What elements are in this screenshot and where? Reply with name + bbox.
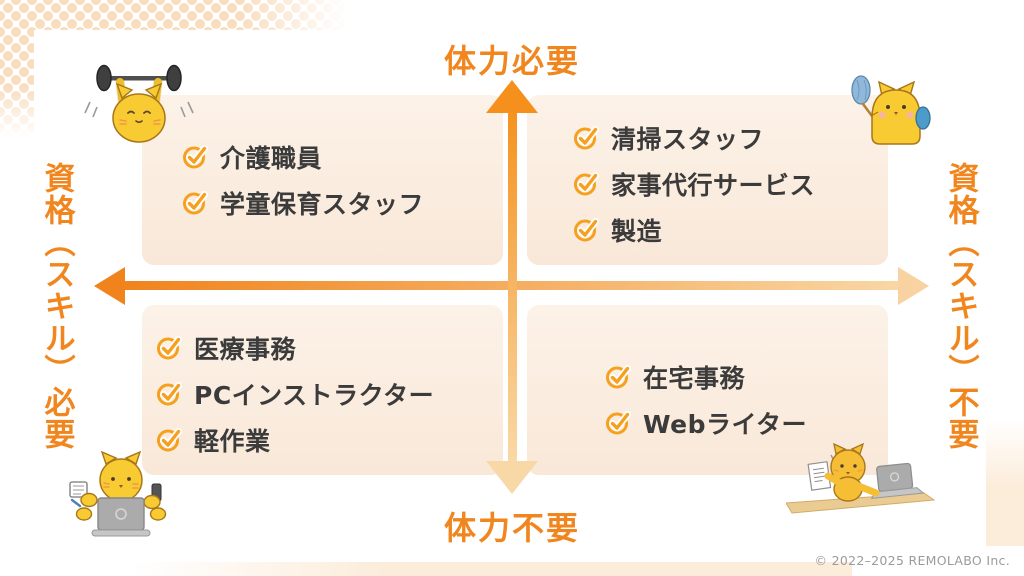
checklist-item-label: 医療事務 xyxy=(194,335,297,364)
checklist-item: 製造 xyxy=(573,214,888,247)
checklist-item-label: PCインストラクター xyxy=(194,381,435,410)
check-circle-icon xyxy=(182,144,208,170)
check-circle-icon xyxy=(573,171,599,197)
checklist-item-label: 在宅事務 xyxy=(643,364,746,393)
checklist-item-label: 製造 xyxy=(611,217,663,246)
check-circle-icon xyxy=(605,410,631,436)
checklist-item: 軽作業 xyxy=(156,424,503,457)
checklist-item: 介護職員 xyxy=(182,141,503,174)
checklist-item: 医療事務 xyxy=(156,332,503,365)
cleaning-cat-illustration xyxy=(851,75,931,145)
checklist: 清掃スタッフ家事代行サービス製造 xyxy=(527,95,888,265)
checklist-item: Webライター xyxy=(605,407,888,440)
checklist-item-label: Webライター xyxy=(643,410,808,439)
axis-label-stamina-free: 体力不要 xyxy=(443,509,581,547)
checklist-item: 家事代行サービス xyxy=(573,168,888,201)
checklist-item-label: 清掃スタッフ xyxy=(611,125,765,154)
axis-label-stamina-needed: 体力必要 xyxy=(443,42,581,80)
checklist: 在宅事務 Webライター xyxy=(527,305,888,475)
corner-strip-bottom xyxy=(130,562,1024,576)
checklist: 医療事務 PCインストラクター軽作業 xyxy=(142,305,503,475)
check-circle-icon xyxy=(573,217,599,243)
up-arrowhead-icon xyxy=(486,80,538,113)
quadrant-skill-free-stamina-free: 在宅事務 Webライター xyxy=(527,305,888,475)
dot-pattern-fade xyxy=(238,0,348,30)
quadrant-skill-needed-stamina-free: 医療事務 PCインストラクター軽作業 xyxy=(142,305,503,475)
typing-cat-illustration xyxy=(786,442,936,514)
quadrant-skill-free-stamina-needed: 清掃スタッフ家事代行サービス製造 xyxy=(527,95,888,265)
multitasking-cat-illustration xyxy=(69,450,167,537)
checklist-item-label: 学童保育スタッフ xyxy=(220,190,425,219)
check-circle-icon xyxy=(156,335,182,361)
axis-label-skill-needed: 資格（スキル）必要 xyxy=(38,162,75,450)
check-circle-icon xyxy=(605,364,631,390)
checklist-item-label: 軽作業 xyxy=(194,427,271,456)
check-circle-icon xyxy=(573,125,599,151)
vertical-axis xyxy=(508,110,517,464)
copyright-text: © 2022–2025 REMOLABO Inc. xyxy=(814,553,1010,568)
weightlifting-cat-illustration xyxy=(84,64,194,143)
checklist: 介護職員学童保育スタッフ xyxy=(142,95,503,265)
quadrant-skill-needed-stamina-needed: 介護職員学童保育スタッフ xyxy=(142,95,503,265)
checklist-item: 学童保育スタッフ xyxy=(182,187,503,220)
check-circle-icon xyxy=(156,381,182,407)
check-circle-icon xyxy=(156,427,182,453)
checklist-item: 清掃スタッフ xyxy=(573,122,888,155)
right-arrowhead-icon xyxy=(898,267,929,305)
checklist-item: PCインストラクター xyxy=(156,378,503,411)
checklist-item: 在宅事務 xyxy=(605,361,888,394)
check-circle-icon xyxy=(182,190,208,216)
copyright-plate xyxy=(852,546,1024,576)
down-arrowhead-icon xyxy=(486,461,538,494)
dot-pattern-fade xyxy=(0,86,34,138)
left-arrowhead-icon xyxy=(94,267,125,305)
checklist-item-label: 介護職員 xyxy=(220,144,323,173)
checklist-item-label: 家事代行サービス xyxy=(611,171,816,200)
axis-label-skill-free: 資格（スキル）不要 xyxy=(942,162,979,450)
